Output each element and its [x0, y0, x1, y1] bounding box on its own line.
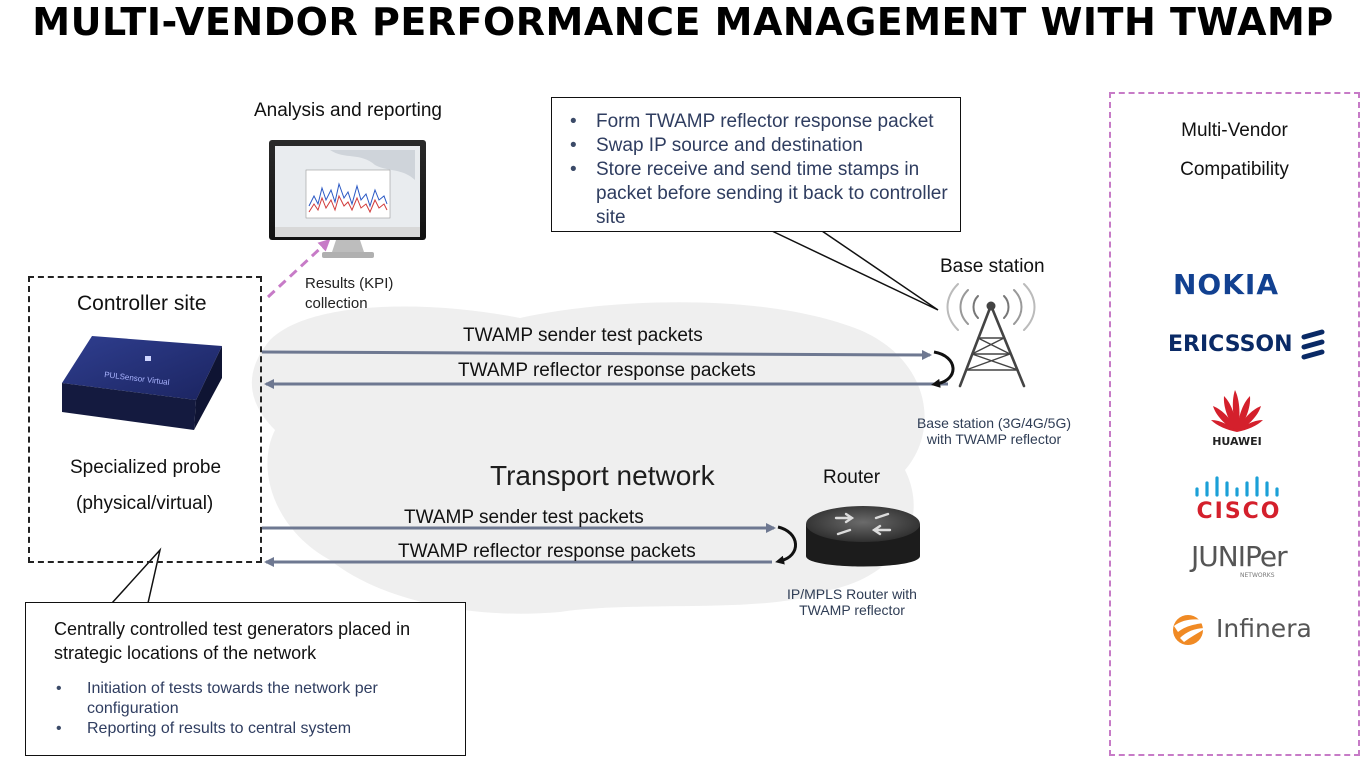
router-caption: IP/MPLS Router with TWAMP reflector	[787, 586, 917, 618]
callout-top-tail	[771, 230, 939, 311]
ericsson-mark-icon	[1301, 329, 1325, 360]
controller-site-title: Controller site	[77, 292, 207, 315]
reflector-callout-item: Store receive and send time stamps in pa…	[560, 158, 950, 230]
lower-reflector-label: TWAMP reflector response packets	[398, 541, 696, 562]
base-station-reflect-curl	[931, 350, 955, 388]
probe-label-line2: (physical/virtual)	[76, 493, 214, 514]
reflector-callout: Form TWAMP reflector response packet Swa…	[551, 97, 961, 232]
controller-site-box	[28, 276, 262, 563]
juniper-logo: JUNIPer	[1191, 540, 1288, 573]
upper-sender-arrow	[261, 349, 932, 360]
upper-sender-label: TWAMP sender test packets	[463, 325, 703, 346]
base-station-icon	[946, 283, 1036, 388]
transport-network-cloud	[251, 302, 925, 614]
probe-device-icon	[62, 336, 222, 430]
reflector-callout-list: Form TWAMP reflector response packet Swa…	[560, 110, 950, 230]
page-title: MULTI-VENDOR PERFORMANCE MANAGEMENT WITH…	[32, 0, 1334, 44]
juniper-networks-text: NETWORKS	[1240, 572, 1275, 579]
infinera-logo-text: Infinera	[1216, 614, 1312, 643]
cisco-logo-text: CISCO	[1196, 499, 1282, 524]
vendor-panel	[1109, 92, 1360, 756]
results-collection-arrow	[266, 238, 331, 299]
upper-reflector-label: TWAMP reflector response packets	[458, 360, 756, 381]
monitor-icon	[269, 140, 426, 258]
vendor-heading-line2: Compatibility	[1180, 159, 1289, 180]
controller-callout-item: Reporting of results to central system	[54, 719, 453, 739]
transport-network-label: Transport network	[490, 460, 715, 491]
lower-sender-label: TWAMP sender test packets	[404, 507, 644, 528]
infinera-mark-icon	[1173, 615, 1208, 645]
router-title: Router	[823, 467, 881, 488]
reflector-callout-item: Form TWAMP reflector response packet	[560, 110, 950, 134]
router-reflect-curl	[775, 525, 797, 565]
huawei-flower-icon	[1211, 390, 1263, 432]
ericsson-logo: ERICSSON	[1168, 332, 1293, 357]
router-icon	[806, 506, 920, 567]
results-collection-label: Results (KPI) collection	[305, 275, 394, 312]
base-station-caption: Base station (3G/4G/5G) with TWAMP refle…	[916, 415, 1072, 447]
probe-label-line1: Specialized probe	[70, 457, 222, 478]
nokia-logo: NOKIA	[1173, 268, 1280, 301]
base-station-title: Base station	[940, 256, 1045, 277]
cisco-bars-icon	[1195, 476, 1279, 497]
controller-callout-list: Initiation of tests towards the network …	[54, 679, 453, 739]
analysis-label: Analysis and reporting	[254, 100, 442, 121]
callout-bottom-tail	[111, 547, 162, 604]
huawei-logo-text: HUAWEI	[1212, 435, 1262, 448]
controller-callout-heading: Centrally controlled test generators pla…	[54, 619, 411, 663]
vendor-heading-line1: Multi-Vendor	[1181, 120, 1288, 141]
controller-callout: Centrally controlled test generators pla…	[25, 602, 466, 756]
reflector-callout-item: Swap IP source and destination	[560, 134, 950, 158]
controller-callout-item: Initiation of tests towards the network …	[54, 679, 453, 719]
